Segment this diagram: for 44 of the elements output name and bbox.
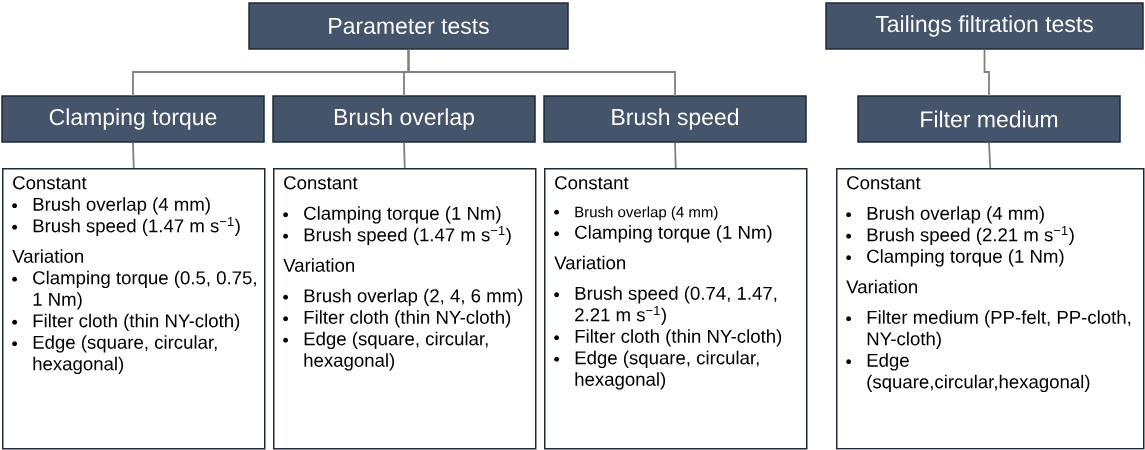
bullet-item: Clamping torque (0.5, 0.75, 1 Nm) xyxy=(12,270,256,310)
section-heading: Variation xyxy=(12,249,83,263)
bullet-item: Clamping torque (1 Nm) xyxy=(846,249,1064,267)
bullet-item: Brush overlap (2, 4, 6 mm) xyxy=(283,288,523,307)
connector-line xyxy=(983,48,990,97)
section-heading: Constant xyxy=(847,176,921,190)
bullet-item: Brush overlap (4 mm) xyxy=(554,206,718,221)
bullet-item: Filter medium (PP-felt, PP-cloth, NY-cloth) xyxy=(846,310,1131,350)
bullet-item: Brush speed (0.74, 1.47, 2.21 m s$^{−1}$) xyxy=(554,286,777,326)
bullet-item: Filter cloth (thin NY-cloth) xyxy=(283,310,511,328)
bullet-item: Brush overlap (4 mm) xyxy=(12,197,210,215)
bullet-item: Brush speed (1.47 m s$^{−1}$) xyxy=(283,225,511,246)
bullet-item: Edge (square,circular,hexagonal) xyxy=(846,353,1090,393)
category-box: Parameter tests xyxy=(248,2,569,50)
bullet-item: Edge (square, circular, hexagonal) xyxy=(554,350,759,390)
connector-line xyxy=(403,141,406,169)
category-box: Brush speed xyxy=(543,95,807,143)
bullet-item: Filter cloth (thin NY-cloth) xyxy=(554,329,782,347)
bullet-item: Brush speed (2.21 m s$^{−1}$) xyxy=(846,225,1074,246)
section-heading: Constant xyxy=(555,176,629,190)
list-box xyxy=(544,168,808,450)
section-heading: Variation xyxy=(283,258,355,272)
bullet-item: Edge (square, circular, hexagonal) xyxy=(12,335,217,375)
bullet-item: Clamping torque (1 Nm) xyxy=(283,206,501,224)
section-heading: Variation xyxy=(846,279,918,294)
list-box xyxy=(273,168,537,450)
category-box: Brush overlap xyxy=(272,95,536,143)
category-box: Filter medium xyxy=(857,95,1121,143)
connector-line xyxy=(988,141,992,169)
category-box: Clamping torque xyxy=(1,95,265,143)
bullet-item: Brush overlap (4 mm) xyxy=(846,206,1044,224)
list-box xyxy=(836,168,1145,450)
section-heading: Constant xyxy=(13,176,87,190)
category-box: Tailings filtration tests xyxy=(825,2,1144,50)
bullet-item: Clamping torque (1 Nm) xyxy=(554,225,772,243)
connector-line xyxy=(407,48,676,97)
connector-line xyxy=(132,141,135,169)
bullet-item: Edge (square, circular, hexagonal) xyxy=(283,331,488,371)
connector-line xyxy=(674,141,677,169)
list-box xyxy=(2,168,266,450)
section-heading: Variation xyxy=(554,255,626,270)
section-heading: Constant xyxy=(284,176,358,190)
bullet-item: Filter cloth (thin NY-cloth) xyxy=(12,313,240,332)
bullet-item: Brush speed (1.47 m s$^{−1}$) xyxy=(12,216,240,237)
